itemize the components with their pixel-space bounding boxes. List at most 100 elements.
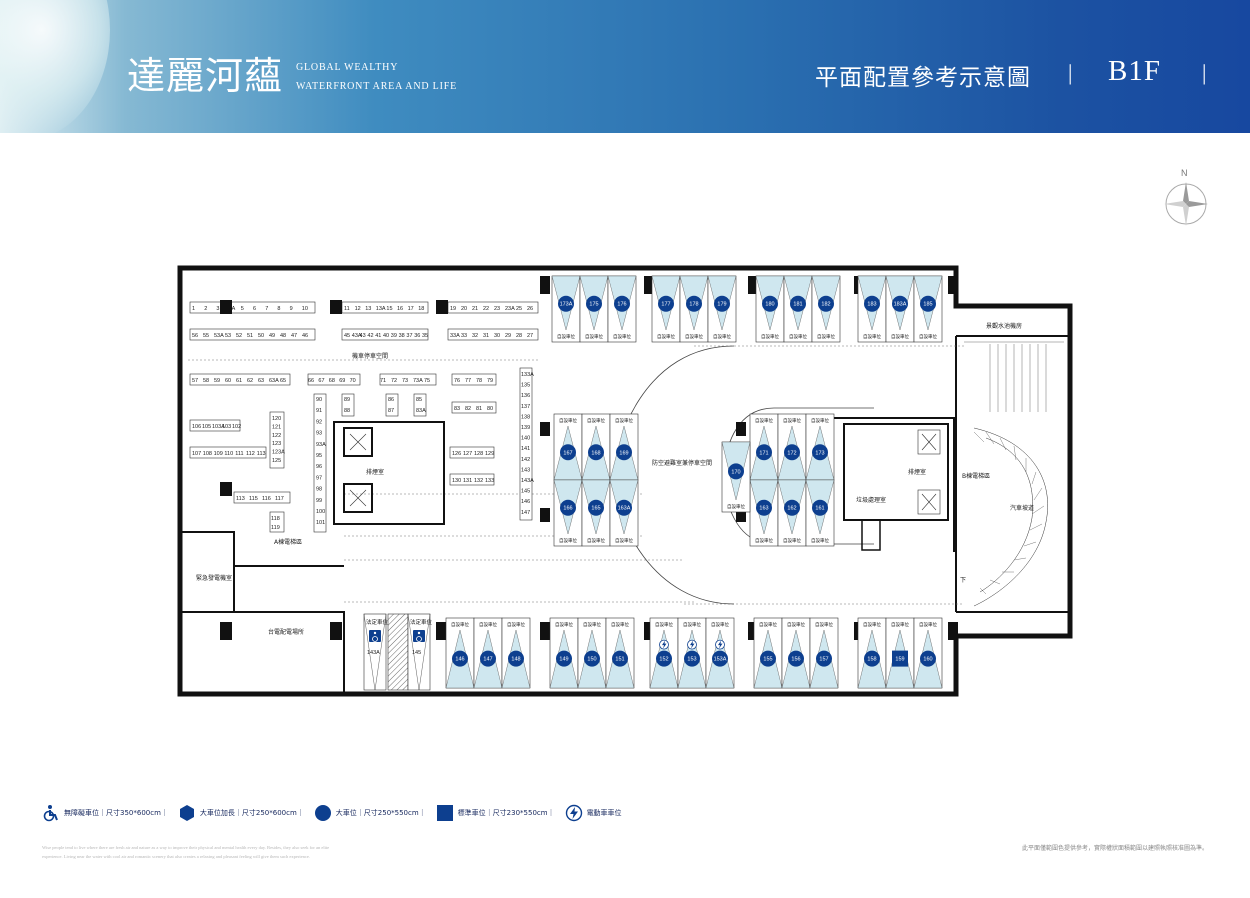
moto-number: 112 bbox=[246, 451, 255, 457]
moto-number: 53A bbox=[214, 333, 224, 339]
moto-number: 125 bbox=[272, 458, 281, 464]
moto-number: 15 bbox=[386, 306, 392, 312]
moto-number: 92 bbox=[316, 419, 322, 425]
circle-icon bbox=[816, 650, 832, 667]
moto-number: 79 bbox=[487, 378, 493, 384]
circle-icon bbox=[864, 295, 880, 312]
moto-number: 82 bbox=[465, 406, 471, 412]
moto-number: 12 bbox=[355, 306, 361, 312]
moto-number: 8 bbox=[277, 306, 280, 312]
label-down: 下 bbox=[960, 577, 966, 584]
circle-icon bbox=[756, 499, 772, 516]
moto-number: 116 bbox=[262, 496, 271, 502]
lightning-icon bbox=[659, 639, 669, 650]
circle-icon bbox=[812, 499, 828, 516]
moto-number: 13 bbox=[365, 306, 371, 312]
legend: 無障礙車位｜尺寸350*600cm｜ 大車位加長｜尺寸250*600cm｜ 大車… bbox=[42, 802, 632, 824]
wheelchair-icon bbox=[43, 805, 58, 822]
moto-number: 131 bbox=[463, 478, 472, 484]
label-a-shaft: A棟電梯區 bbox=[274, 538, 302, 546]
circle-icon bbox=[760, 650, 776, 667]
car-space-number: 147 bbox=[483, 657, 492, 663]
moto-number: 35 bbox=[422, 333, 428, 339]
car-space-number: 159 bbox=[895, 657, 904, 663]
car-spaces: 173A自設車位175自設車位176自設車位177自設車位178自設車位179自… bbox=[445, 275, 943, 689]
moto-number: 3 bbox=[216, 306, 219, 312]
moto-number: 85 bbox=[416, 397, 422, 403]
moto-number: 86 bbox=[388, 397, 394, 403]
moto-number: 101 bbox=[316, 520, 325, 526]
car-space-number: 183A bbox=[894, 302, 907, 308]
circle-icon bbox=[658, 295, 674, 312]
moto-number: 142 bbox=[521, 457, 530, 463]
moto-number: 2 bbox=[204, 306, 207, 312]
car-space-type-label: 自設車位 bbox=[559, 537, 577, 544]
car-space-number: 179 bbox=[717, 302, 726, 308]
square-icon bbox=[892, 650, 908, 667]
moto-number: 7 bbox=[265, 306, 268, 312]
moto-number: 49 bbox=[269, 333, 275, 339]
car-space-type-label: 自設車位 bbox=[787, 621, 805, 628]
moto-number: 117 bbox=[275, 496, 284, 502]
moto-number: 75 bbox=[424, 378, 430, 384]
circle-icon bbox=[784, 444, 800, 461]
title-separator: | bbox=[1068, 60, 1073, 85]
moto-number: 128 bbox=[474, 451, 483, 457]
moto-number: 135 bbox=[521, 383, 530, 389]
moto-number: 18 bbox=[418, 306, 424, 312]
moto-number: 123A bbox=[272, 450, 285, 456]
moto-number: 83 bbox=[454, 406, 460, 412]
car-space-number: 171 bbox=[759, 450, 768, 456]
car-space-type-label: 自設車位 bbox=[507, 621, 525, 628]
circle-icon bbox=[584, 650, 600, 667]
moto-number: 113 bbox=[257, 451, 266, 457]
car-space-type-label: 自設車位 bbox=[683, 621, 701, 628]
car-space-type-label: 自設車位 bbox=[559, 417, 577, 424]
moto-number: 25 bbox=[516, 306, 522, 312]
car-space-159: 159 自設車位 bbox=[885, 617, 915, 689]
legend-label-large-long: 大車位加長｜尺寸250*600cm｜ bbox=[199, 809, 304, 817]
moto-number: 16 bbox=[397, 306, 403, 312]
moto-number: 76 bbox=[454, 378, 460, 384]
moto-number: 98 bbox=[316, 487, 322, 493]
car-space-type-label: 自設車位 bbox=[783, 417, 801, 424]
label-pump-room: 排煙室 bbox=[366, 468, 384, 476]
circle-icon bbox=[614, 295, 630, 312]
moto-number: 119 bbox=[271, 525, 280, 531]
circle-icon bbox=[656, 650, 672, 667]
car-space-type-label: 自設車位 bbox=[587, 417, 605, 424]
moto-number: 88 bbox=[344, 408, 350, 414]
car-space-type-label: 自設車位 bbox=[759, 621, 777, 628]
car-space-number: 170 bbox=[731, 469, 740, 475]
moto-number: 122 bbox=[272, 433, 281, 439]
moto-number: 72 bbox=[391, 378, 397, 384]
car-space-type-label: 自設車位 bbox=[615, 537, 633, 544]
circle-icon bbox=[762, 295, 778, 312]
car-space-number: 151 bbox=[615, 657, 624, 663]
label-shelter-parking: 防空避難室兼停車空間 bbox=[652, 459, 712, 467]
moto-number: 23 bbox=[494, 306, 500, 312]
car-space-type-label: 自設車位 bbox=[891, 621, 909, 628]
moto-number: 103 bbox=[222, 424, 231, 430]
car-space-number: 161 bbox=[815, 506, 824, 512]
moto-number: 60 bbox=[225, 378, 231, 384]
moto-number: 89 bbox=[344, 397, 350, 403]
car-space-type-label: 自設車位 bbox=[919, 621, 937, 628]
label-accessible-b: 法定車位 bbox=[410, 618, 433, 626]
moto-number: 115 bbox=[249, 496, 258, 502]
circle-icon bbox=[560, 444, 576, 461]
